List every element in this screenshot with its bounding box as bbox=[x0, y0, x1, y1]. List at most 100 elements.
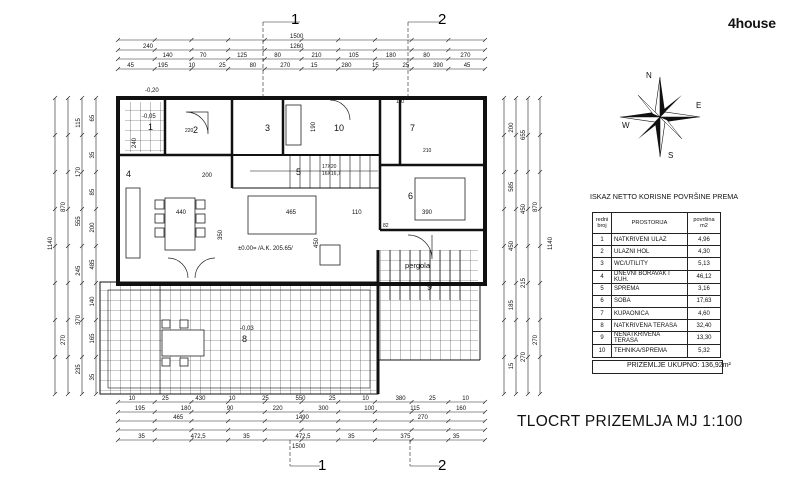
dimension-tick bbox=[372, 437, 378, 443]
dimension-tick bbox=[513, 169, 519, 175]
dimension-value: 35 bbox=[90, 151, 96, 158]
row-area: 5,13 bbox=[687, 257, 721, 271]
dimension-tick bbox=[446, 66, 451, 72]
dimension-tick bbox=[537, 391, 543, 397]
room-dim-2: 350 bbox=[218, 229, 224, 240]
dimension-value: 235 bbox=[76, 364, 82, 375]
dimension-tick bbox=[525, 95, 531, 101]
dimension-tick bbox=[299, 37, 304, 43]
dimension-tick bbox=[52, 243, 58, 249]
dimension-tick bbox=[65, 391, 71, 397]
compass-w: W bbox=[622, 121, 630, 130]
dimension-value: 35 bbox=[243, 434, 250, 440]
dimension-value: 270 bbox=[460, 53, 471, 59]
room-number-9: 9 bbox=[427, 282, 432, 292]
dimension-value: 1490 bbox=[296, 415, 310, 421]
dimension-tick bbox=[409, 409, 414, 415]
dimension-tick bbox=[225, 409, 231, 415]
dimension-tick bbox=[189, 56, 194, 62]
dimension-tick bbox=[299, 66, 304, 72]
room-number-2: 2 bbox=[193, 125, 198, 135]
dimension-tick bbox=[372, 427, 378, 433]
dimension-value: 280 bbox=[341, 63, 352, 69]
dimension-tick bbox=[152, 47, 157, 53]
dimension-tick bbox=[299, 427, 304, 433]
dimension-tick bbox=[446, 418, 451, 424]
stair-label: 17X20 bbox=[322, 164, 337, 170]
dimension-tick bbox=[299, 418, 304, 424]
dim-left-a: 870 bbox=[61, 201, 67, 212]
dimension-value: 80 bbox=[423, 53, 430, 59]
dimension-tick bbox=[262, 409, 268, 415]
dimension-value: 380 bbox=[396, 396, 407, 402]
dimension-tick bbox=[189, 37, 194, 43]
dimension-tick bbox=[115, 56, 121, 62]
dimension-value: 80 bbox=[250, 63, 257, 69]
dimension-tick bbox=[299, 399, 304, 405]
dimension-tick bbox=[525, 391, 531, 397]
row-room: WC/UTILITY bbox=[611, 257, 688, 271]
dimension-tick bbox=[335, 66, 341, 72]
dimension-value: 10 bbox=[229, 396, 236, 402]
dimension-tick bbox=[372, 399, 378, 405]
dimension-tick bbox=[93, 280, 99, 286]
dimension-tick bbox=[262, 427, 268, 433]
dimension-tick bbox=[372, 418, 378, 424]
dimension-tick bbox=[225, 437, 231, 443]
dimension-tick bbox=[115, 399, 121, 405]
dimension-tick bbox=[513, 354, 519, 360]
dimension-value: 115 bbox=[76, 117, 82, 127]
room-dim-8: 110 bbox=[396, 99, 404, 105]
room-number-1: 1 bbox=[148, 122, 153, 132]
dimension-tick bbox=[446, 437, 451, 443]
dimension-tick bbox=[409, 437, 414, 443]
dimension-tick bbox=[52, 132, 58, 138]
table-header: redni broj PROSTORIJA površina m2 bbox=[592, 212, 721, 234]
level-a-label: -0,20 bbox=[145, 88, 159, 94]
dimension-tick bbox=[372, 409, 378, 415]
dimension-value: 270 bbox=[521, 351, 527, 362]
dimension-value: 465 bbox=[173, 415, 184, 421]
dimension-tick bbox=[79, 317, 85, 323]
dimension-tick bbox=[482, 66, 488, 72]
level-b-label: -0,05 bbox=[142, 114, 156, 120]
stair-label-2: 16X16,7 bbox=[322, 171, 341, 177]
dimension-value: 450 bbox=[521, 203, 527, 214]
room-dim-7: 200 bbox=[202, 173, 213, 179]
dimension-tick bbox=[262, 47, 268, 53]
terrace-floor bbox=[100, 102, 478, 394]
dimension-value: 200 bbox=[90, 222, 96, 233]
section-mark-2-top: 2 bbox=[438, 11, 446, 28]
dimension-value: 105 bbox=[349, 53, 360, 59]
pergola-label: pergola bbox=[405, 261, 431, 270]
dim-top-a: 240 bbox=[143, 44, 154, 50]
dimension-value: 115 bbox=[410, 406, 420, 412]
dimension-value: 45 bbox=[127, 63, 134, 69]
dimension-tick bbox=[65, 132, 71, 138]
dimension-tick bbox=[189, 399, 194, 405]
dimension-tick bbox=[513, 391, 519, 397]
dimension-tick bbox=[152, 66, 157, 72]
walls bbox=[99, 96, 487, 395]
dimension-tick bbox=[409, 47, 414, 53]
dimension-tick bbox=[52, 317, 58, 323]
dimension-tick bbox=[152, 409, 157, 415]
dimension-tick bbox=[501, 354, 507, 360]
dimension-value: 35 bbox=[348, 434, 355, 440]
dimension-tick bbox=[335, 399, 341, 405]
dim-left-b: 270 bbox=[61, 334, 67, 345]
dimension-tick bbox=[525, 243, 531, 249]
dimension-tick bbox=[501, 243, 507, 249]
dimension-tick bbox=[409, 399, 414, 405]
dimension-value: 185 bbox=[509, 300, 515, 311]
dimension-value: 472,5 bbox=[296, 434, 312, 440]
dimension-tick bbox=[537, 132, 543, 138]
dimension-tick bbox=[93, 206, 99, 212]
dimension-tick bbox=[225, 427, 231, 433]
dimension-tick bbox=[409, 418, 414, 424]
dimension-tick bbox=[65, 169, 71, 175]
room-number-7: 7 bbox=[410, 123, 415, 133]
